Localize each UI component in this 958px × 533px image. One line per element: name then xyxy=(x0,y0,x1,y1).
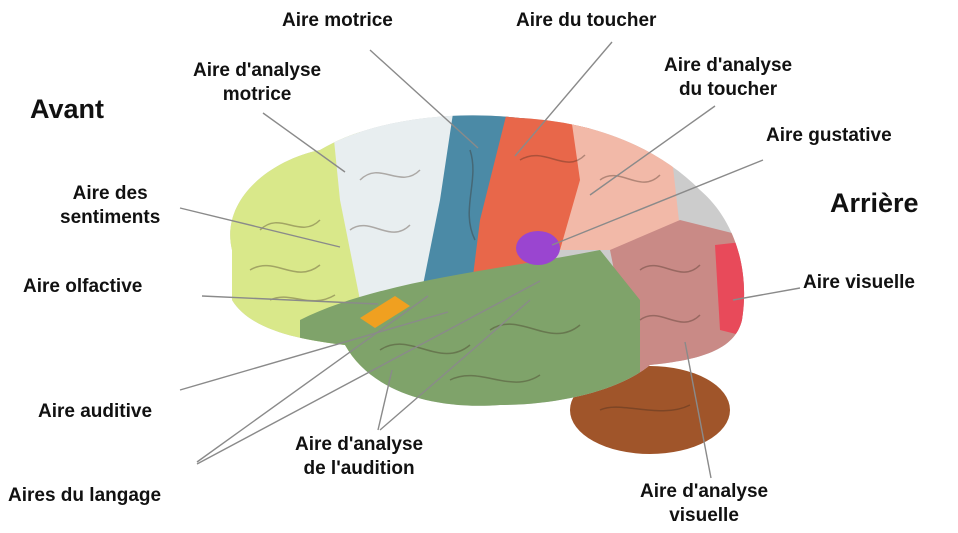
touch-analysis-line2: du toucher xyxy=(664,78,792,102)
auditory-label: Aire auditive xyxy=(38,400,152,424)
touch-analysis-line1: Aire d'analyse xyxy=(664,54,792,78)
back-label: Arrière xyxy=(830,187,919,219)
emotions-line2: sentiments xyxy=(60,206,160,230)
motor-text: Aire motrice xyxy=(282,9,393,33)
visual-analysis-line1: Aire d'analyse xyxy=(640,480,768,504)
visual-analysis-label: Aire d'analyse visuelle xyxy=(640,480,768,528)
gustatory-text: Aire gustative xyxy=(766,124,892,148)
visual-text: Aire visuelle xyxy=(803,271,915,295)
olfactory-text: Aire olfactive xyxy=(23,275,142,299)
hearing-analysis-line2: de l'audition xyxy=(295,457,423,481)
language-label: Aires du langage xyxy=(8,484,161,508)
touch-analysis-label: Aire d'analyse du toucher xyxy=(664,54,792,102)
back-text: Arrière xyxy=(830,187,919,219)
visual-region xyxy=(715,240,760,340)
visual-label: Aire visuelle xyxy=(803,271,915,295)
motor-label: Aire motrice xyxy=(282,9,393,33)
front-label: Avant xyxy=(30,93,104,125)
motor-analysis-line2: motrice xyxy=(193,83,321,107)
visual-analysis-line2: visuelle xyxy=(640,504,768,528)
motor-analysis-line1: Aire d'analyse xyxy=(193,59,321,83)
olfactory-label: Aire olfactive xyxy=(23,275,142,299)
touch-label: Aire du toucher xyxy=(516,9,656,33)
hearing-analysis-label: Aire d'analyse de l'audition xyxy=(295,433,423,481)
front-text: Avant xyxy=(30,93,104,125)
emotions-line1: Aire des xyxy=(60,182,160,206)
touch-text: Aire du toucher xyxy=(516,9,656,33)
emotions-label: Aire des sentiments xyxy=(60,182,160,230)
auditory-text: Aire auditive xyxy=(38,400,152,424)
gustatory-region xyxy=(516,231,560,265)
language-text: Aires du langage xyxy=(8,484,161,508)
hearing-analysis-line1: Aire d'analyse xyxy=(295,433,423,457)
gustatory-label: Aire gustative xyxy=(766,124,892,148)
motor-analysis-label: Aire d'analyse motrice xyxy=(193,59,321,107)
